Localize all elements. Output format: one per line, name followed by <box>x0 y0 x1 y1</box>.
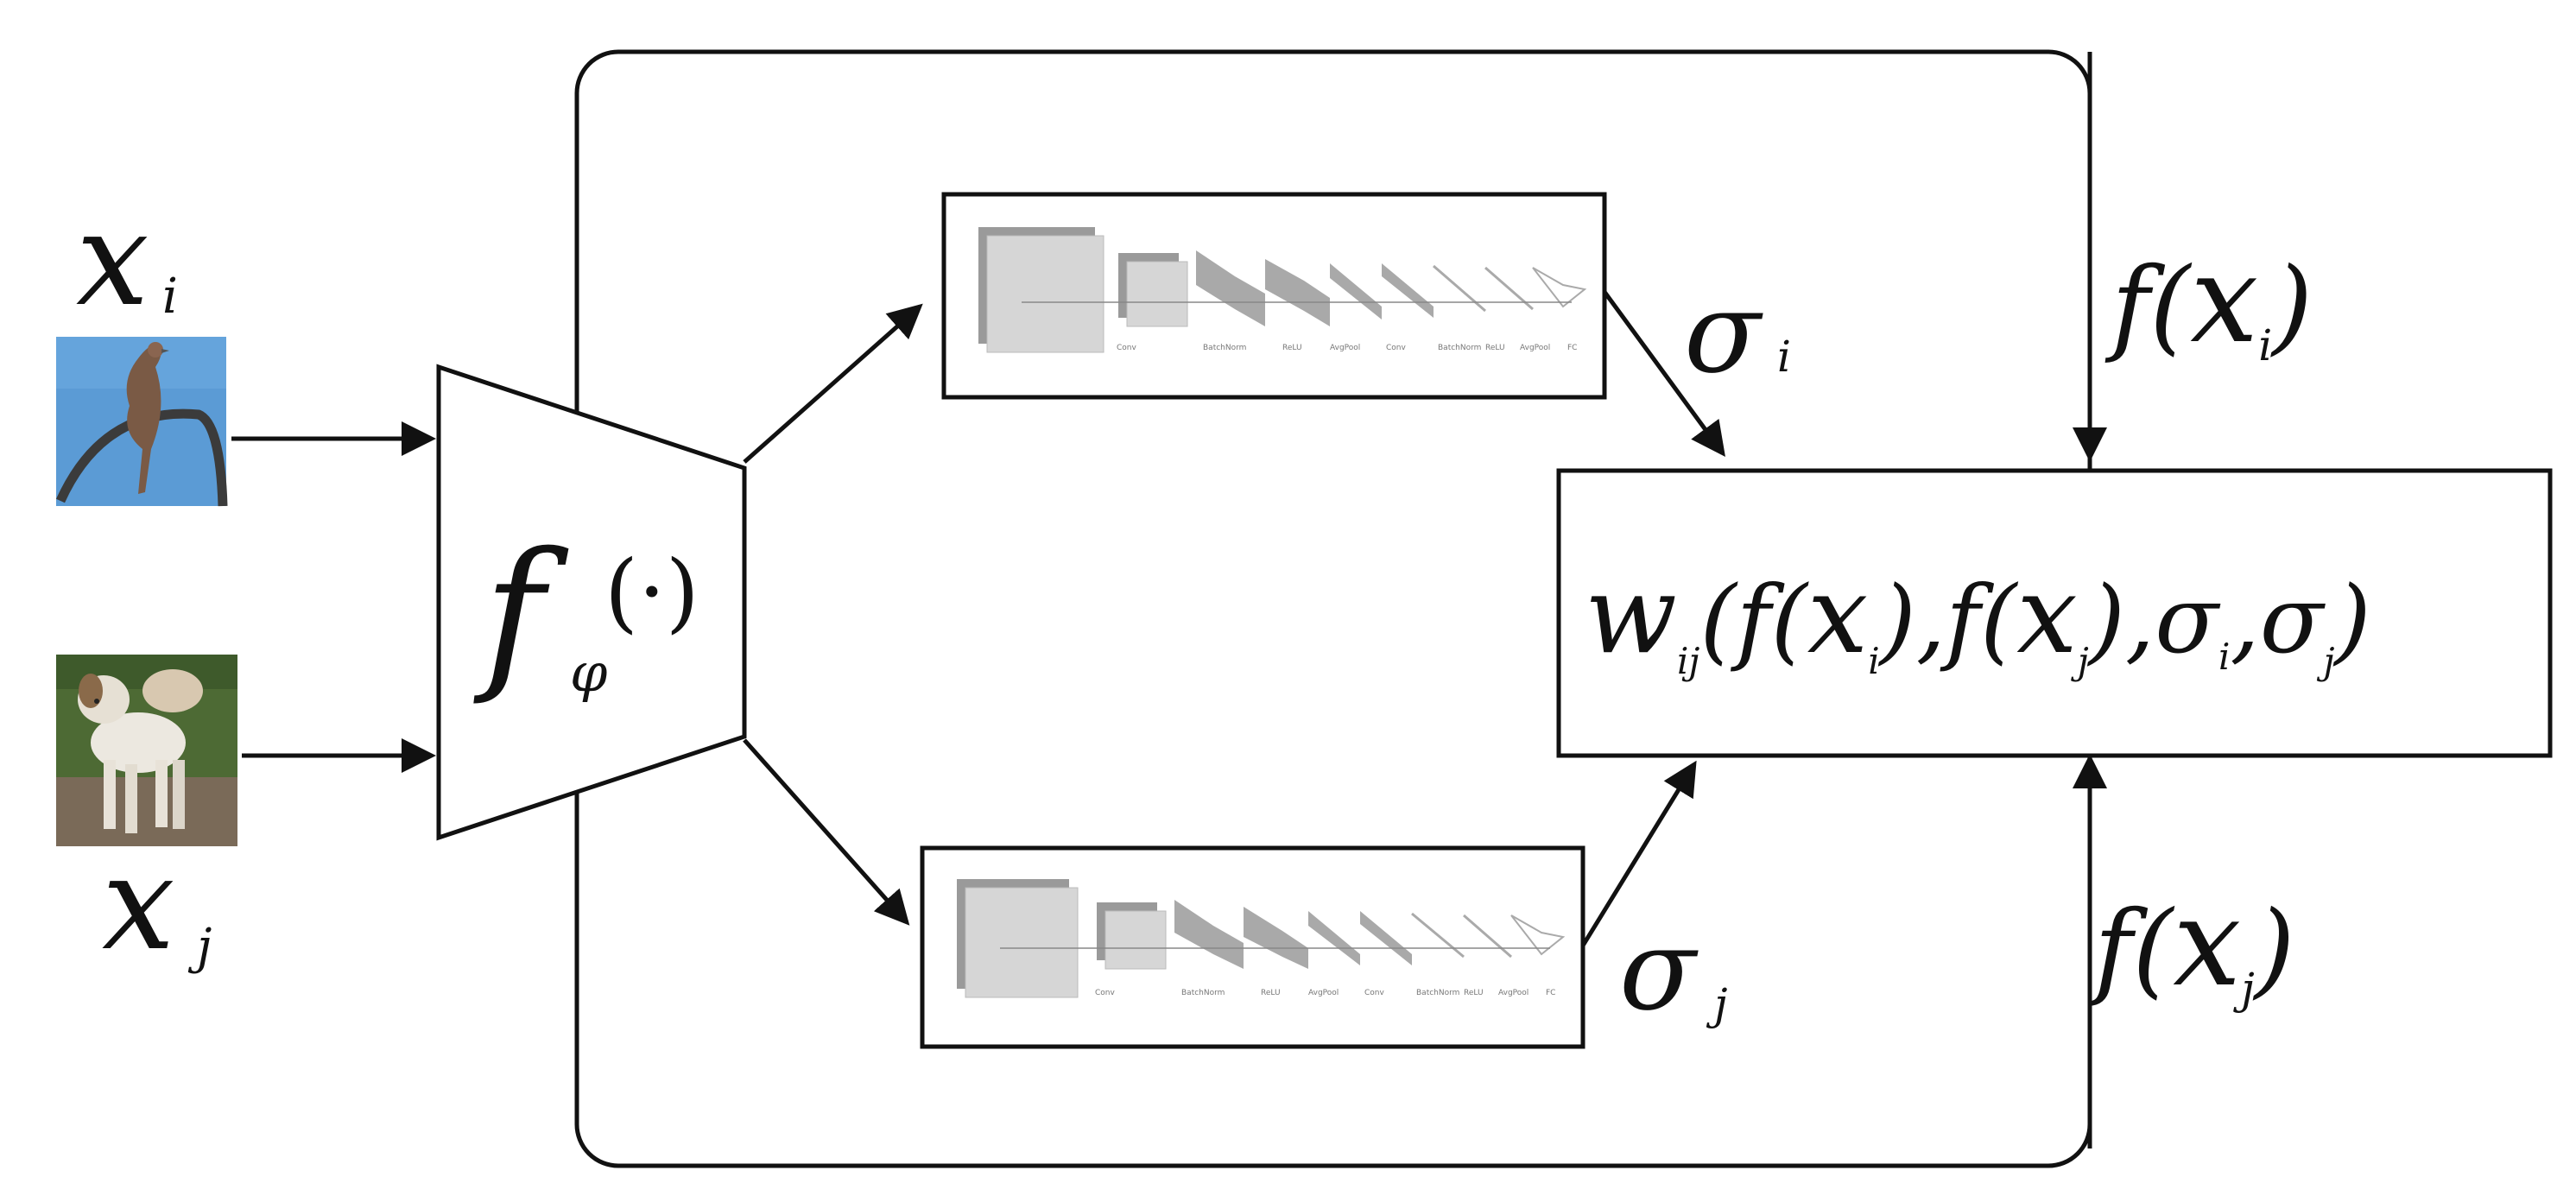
weight-paren-close: ) <box>2333 566 2371 674</box>
fxj-open: f( <box>2087 889 2174 1009</box>
sigma-j-symbol: σ <box>1619 904 1699 1035</box>
arrow-bottom-network-to-weight <box>1580 760 1697 947</box>
w-subscript: ij <box>1677 640 1699 682</box>
weight-sigma-1: σ <box>2155 566 2221 674</box>
top-thumb-label: BatchNorm <box>1203 344 1246 352</box>
bottom-thumb-label: AvgPool <box>1498 989 1529 997</box>
fxi-sub: i <box>2258 320 2272 370</box>
sigma-i-subscript: i <box>1777 332 1791 382</box>
weight-function-box: wij(f(xi),f(xj),σi,σj) <box>1556 468 2553 758</box>
top-thumb-label: ReLU <box>1282 344 1302 352</box>
weight-x2: x <box>2016 553 2078 678</box>
bottom-thumb-label: AvgPool <box>1308 989 1339 997</box>
top-network-thumbnail: Conv BatchNorm ReLU AvgPool Conv BatchNo… <box>978 227 1587 353</box>
dog-image <box>56 655 237 846</box>
sigma-j-label: σ j <box>1619 904 1728 1035</box>
svg-text:f(xi): f(xi) <box>2104 230 2313 370</box>
sigma-j-subscript: j <box>1706 979 1728 1029</box>
bird-image <box>55 337 228 507</box>
top-thumb-label: AvgPool <box>1330 344 1360 352</box>
encoder-argument: (·) <box>604 541 699 642</box>
arrow-top-network-to-weight <box>1602 290 1725 458</box>
fxi-close: ) <box>2269 246 2313 366</box>
bottom-network-thumbnail: Conv BatchNorm ReLU AvgPool Conv BatchNo… <box>957 879 1566 998</box>
weight-paren-3: ), <box>2087 566 2155 674</box>
svg-text:wij(f(xi),f(xj),σi,σj): wij(f(xi),f(xj),σi,σj) <box>1585 553 2371 682</box>
encoder-trapezoid <box>436 364 747 841</box>
weight-x1: x <box>1807 553 1869 678</box>
bottom-thumb-label: FC <box>1546 989 1555 997</box>
top-thumb-label: FC <box>1567 344 1577 352</box>
input-xj-label: x j <box>102 829 212 979</box>
bottom-thumb-label: ReLU <box>1464 989 1484 997</box>
weight-x1-sub: i <box>1868 640 1879 682</box>
top-network-box: Conv BatchNorm ReLU AvgPool Conv BatchNo… <box>941 192 1607 400</box>
weight-sigma-2: σ <box>2260 566 2326 674</box>
arrow-encoder-to-top-network <box>743 303 923 464</box>
top-thumb-label: Conv <box>1117 344 1136 352</box>
feature-fxi-label: f(xi) <box>2104 230 2313 370</box>
bottom-thumb-label: Conv <box>1095 989 1115 997</box>
xj-symbol: x <box>102 829 175 979</box>
feature-fxj-label: f(xj) <box>2087 873 2295 1014</box>
bottom-network-box: Conv BatchNorm ReLU AvgPool Conv BatchNo… <box>920 845 1585 1049</box>
svg-text:f(xj): f(xj) <box>2087 873 2295 1014</box>
top-thumb-label: ReLU <box>1485 344 1505 352</box>
w-symbol: w <box>1585 553 1677 678</box>
xi-symbol: x <box>76 185 149 335</box>
weight-comma: , <box>2230 566 2259 674</box>
fxj-close: ) <box>2252 889 2295 1009</box>
fxi-x: x <box>2190 230 2258 370</box>
input-xi-label: x i <box>76 185 178 335</box>
xi-subscript: i <box>162 269 178 325</box>
encoder-phi-subscript: φ <box>570 641 608 704</box>
bottom-thumb-label: BatchNorm <box>1181 989 1225 997</box>
arrow-encoder-to-bottom-network <box>743 738 910 926</box>
fxi-open: f( <box>2104 246 2192 366</box>
xj-subscript: j <box>187 919 212 975</box>
weight-paren-2: ),f( <box>1878 566 2019 674</box>
bottom-thumb-label: Conv <box>1364 989 1384 997</box>
bottom-thumb-label: ReLU <box>1261 989 1281 997</box>
top-thumb-label: Conv <box>1386 344 1406 352</box>
weight-sigma-1-sub: i <box>2218 636 2230 678</box>
top-thumb-label: AvgPool <box>1520 344 1550 352</box>
bottom-thumb-label: BatchNorm <box>1416 989 1459 997</box>
sigma-i-label: σ i <box>1684 267 1791 398</box>
weight-paren-1: (f( <box>1699 566 1809 674</box>
sigma-i-symbol: σ <box>1684 267 1763 398</box>
fxj-x: x <box>2173 873 2241 1014</box>
top-thumb-label: BatchNorm <box>1438 344 1481 352</box>
